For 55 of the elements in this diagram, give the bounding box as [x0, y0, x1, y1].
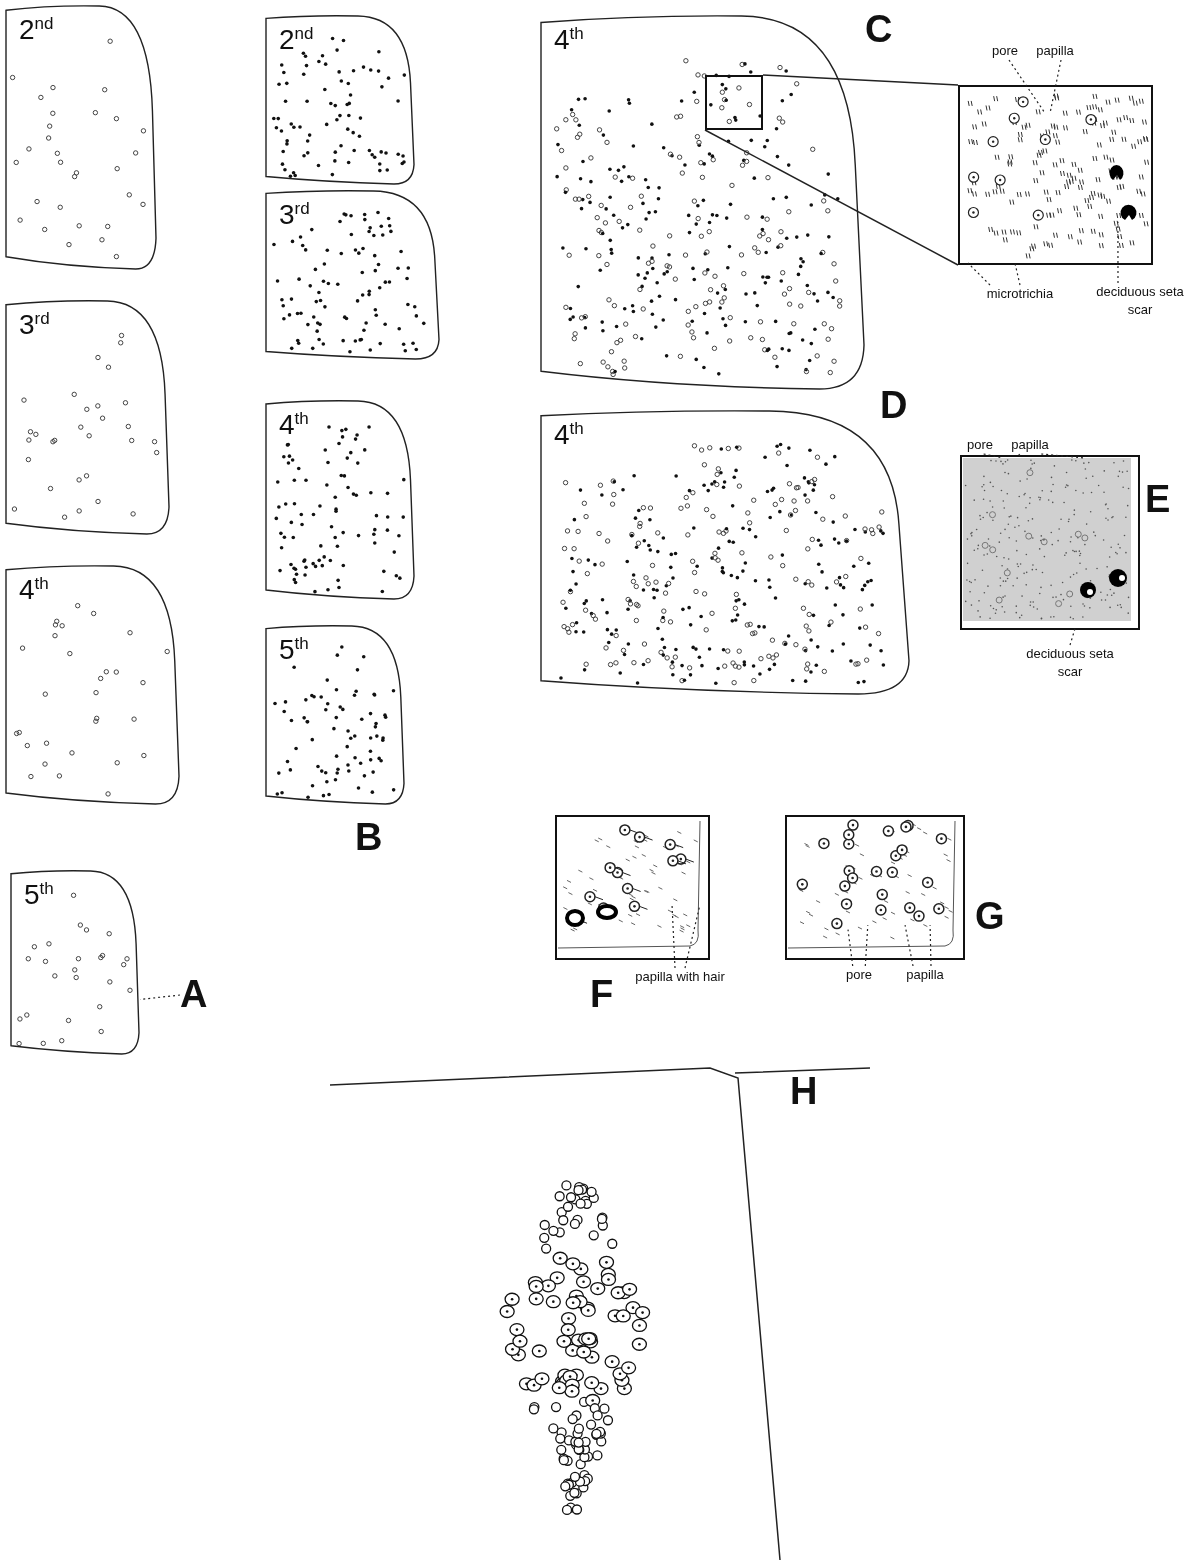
segment-number: 2$^{nd}$ — [279, 25, 314, 55]
leader-line — [1018, 453, 1023, 459]
leader-line — [1117, 221, 1119, 284]
panel-letter: B — [355, 818, 383, 856]
segment-outline — [5, 300, 170, 535]
callout-label: microtrichia — [970, 285, 1070, 303]
callout-label: papilla — [895, 966, 955, 984]
panel-letter: A — [180, 975, 216, 1015]
callout-label: pore — [962, 436, 998, 454]
panel-letter: G — [975, 897, 1005, 935]
segment-outline — [265, 15, 415, 185]
segment-number: 4$^{th}$ — [279, 410, 309, 440]
segment-number: 3$^{rd}$ — [19, 310, 50, 340]
segment-outline — [540, 15, 865, 390]
panel-letter: F — [590, 975, 614, 1013]
segment-number: 5$^{th}$ — [279, 635, 309, 665]
callout-label: papilla with hair — [630, 968, 730, 1006]
callout-label: deciduous seta scar — [1085, 283, 1195, 321]
callout-label: papilla — [1025, 42, 1085, 60]
leader-line — [1069, 627, 1076, 646]
segment-number: 4$^{th}$ — [19, 575, 49, 605]
callout-label: papilla — [1002, 436, 1058, 454]
zoom-line — [762, 74, 959, 86]
segment-outline — [265, 190, 440, 360]
segment-outline — [265, 400, 415, 600]
leader-line — [929, 924, 932, 967]
inset-frame — [705, 75, 763, 130]
leader-line — [671, 904, 676, 969]
magnified-inset — [555, 815, 710, 960]
leader-line — [967, 262, 991, 286]
callout-label: pore — [985, 42, 1025, 60]
segment-outline — [10, 870, 140, 1055]
leader-line — [847, 928, 854, 967]
leader-line — [904, 924, 914, 967]
leader-line — [1014, 262, 1021, 286]
leader-line — [864, 924, 869, 967]
segment-outline — [5, 5, 157, 270]
zoom-line — [704, 129, 959, 266]
panel-letter: E — [1145, 480, 1171, 518]
leader-line — [1040, 453, 1086, 459]
panel-letter: C — [865, 10, 893, 48]
segment-number: 4$^{th}$ — [554, 25, 584, 55]
segment-outline — [265, 625, 405, 805]
panel-letter: D — [880, 386, 908, 424]
magnified-inset — [785, 815, 965, 960]
segment-number: 5$^{th}$ — [24, 880, 54, 910]
callout-label: deciduous seta scar — [1015, 645, 1125, 683]
callout-label: pore — [838, 966, 880, 984]
leader-line — [1049, 59, 1062, 114]
leader-line — [1008, 59, 1046, 114]
segment-number: 4$^{th}$ — [554, 420, 584, 450]
segment-number: 2$^{nd}$ — [19, 15, 54, 45]
segment-number: 3$^{rd}$ — [279, 200, 310, 230]
panel-letter: H — [790, 1072, 818, 1110]
segment-outline — [5, 565, 180, 805]
